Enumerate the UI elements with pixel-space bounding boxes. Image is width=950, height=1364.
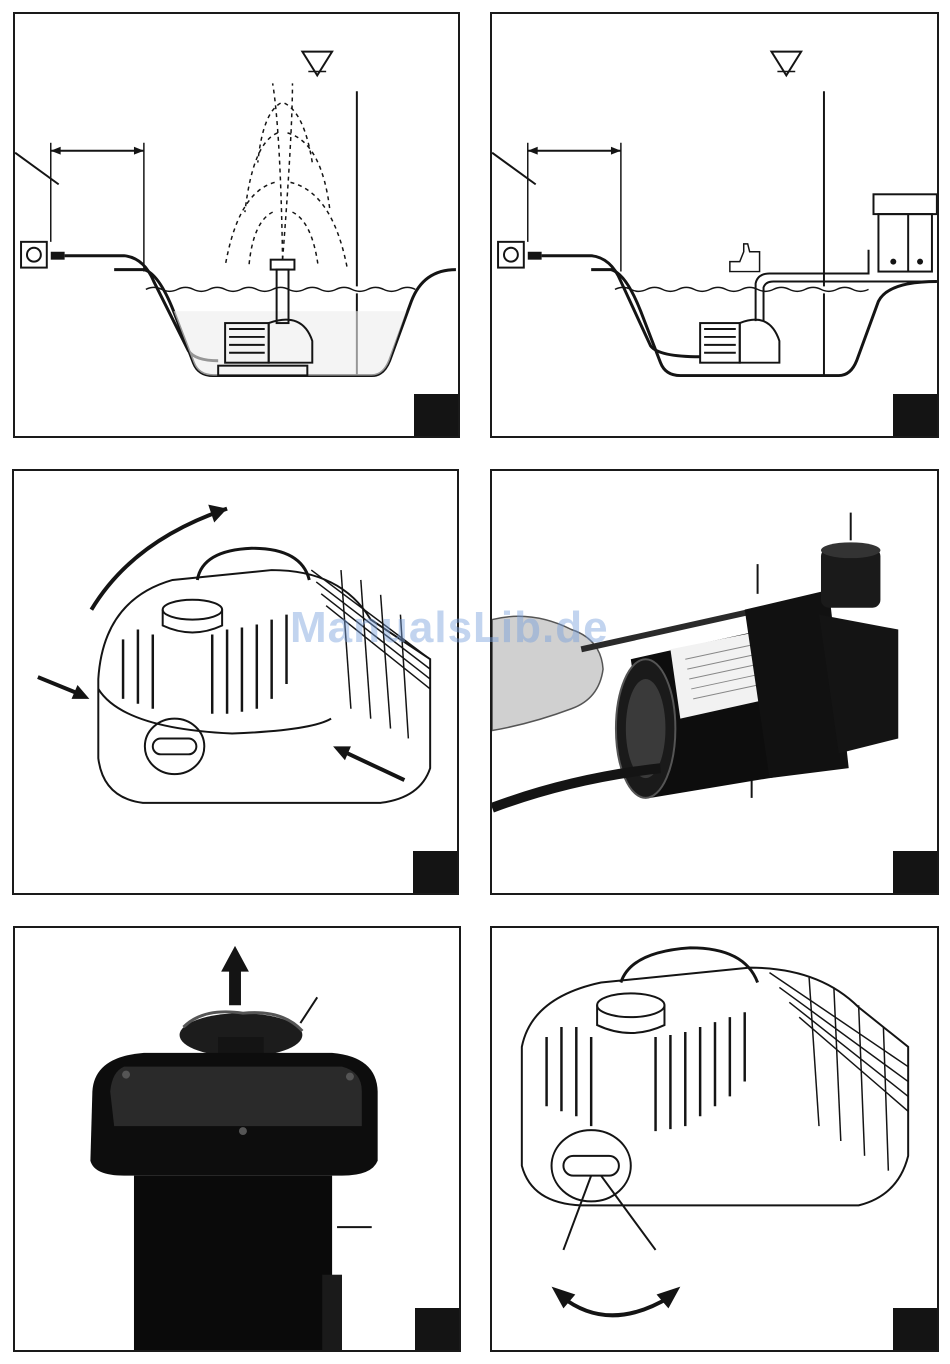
power-socket-icon (21, 242, 47, 268)
regulator-illustration (492, 928, 937, 1350)
figure-number-box (893, 851, 937, 893)
plug-icon (528, 252, 542, 260)
housing-ribs (547, 1012, 745, 1131)
figure-panel-filter (490, 12, 939, 438)
carry-handle (621, 948, 758, 983)
housing-ribs (123, 615, 286, 714)
power-socket-icon (498, 242, 524, 268)
rotation-arrow (91, 509, 227, 610)
press-arrow-right (341, 750, 404, 780)
filter-hose (756, 250, 869, 321)
figure-number-box (415, 1308, 459, 1350)
figure-number-box (413, 851, 457, 893)
rotation-arrow (561, 1297, 670, 1316)
figure-panel-housing (12, 469, 459, 895)
figure-panel-regulator (490, 926, 939, 1352)
outlet-port (597, 993, 664, 1017)
fountain-spray (225, 83, 347, 266)
fountain-illustration (15, 14, 458, 436)
water-surface (615, 287, 869, 291)
figure-number-box (893, 1308, 937, 1350)
motor-illustration (492, 471, 937, 893)
filter-illustration (492, 14, 937, 436)
housing-illustration (14, 471, 457, 893)
plug-icon (51, 252, 65, 260)
figure-panel-impeller (13, 926, 461, 1352)
pull-up-arrow (221, 946, 249, 1005)
pump-housing (740, 320, 780, 363)
water-surface (146, 287, 415, 291)
figure-number-box (893, 394, 937, 436)
thumbs-up-icon (730, 244, 760, 272)
strainer-grid (769, 973, 908, 1171)
figure-number-box (414, 394, 458, 436)
strainer-grid (311, 570, 430, 738)
figure-panel-fountain (13, 12, 460, 438)
impeller-illustration (15, 928, 459, 1350)
motor-cylinder (134, 1176, 332, 1350)
outlet-port (163, 600, 222, 620)
figure-panel-motor (490, 469, 939, 895)
watermark: ManualsLib.de (290, 603, 609, 653)
pond-filter (873, 194, 936, 214)
